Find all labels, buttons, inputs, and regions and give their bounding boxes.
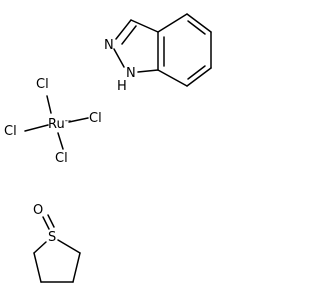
- bond-c3-n2: [115, 19, 132, 40]
- atom-label-n-top: N: [104, 38, 114, 53]
- ruthenium-chloride-complex: Cl Cl Cl Cl Ru--: [4, 77, 102, 166]
- bond-c7-c7a: [157, 69, 188, 87]
- bond-s-c2: [57, 239, 81, 254]
- bond-n1-c7a: [137, 69, 159, 73]
- atom-label-n-bottom: N: [126, 66, 136, 81]
- bond-n2-n1: [113, 48, 125, 68]
- bond-double-c6-c7: [187, 65, 206, 80]
- tetrahydrothiophene-oxide-structure: O S: [33, 203, 81, 283]
- bond-c3a-c3: [130, 19, 159, 33]
- metal-symbol: Ru: [48, 117, 65, 132]
- bond-ru-cl-right: [68, 117, 89, 123]
- bond-c4-c5: [33, 252, 42, 283]
- indazole-structure: N N H: [104, 13, 212, 94]
- bond-c5-s: [33, 241, 47, 254]
- metal-charge: --: [65, 116, 72, 126]
- bond-c6-c7: [186, 67, 212, 87]
- bond-ru-cl-top: [46, 95, 52, 114]
- atom-label-h-bottom: H: [117, 79, 127, 94]
- bond-s-o: [42, 216, 50, 230]
- atom-label-o: O: [33, 203, 43, 218]
- bond-double-c4-c5: [187, 20, 206, 35]
- bond-double-c3-n2: [121, 25, 137, 45]
- atom-label-s: S: [48, 230, 56, 245]
- bond-double-s-o: [47, 214, 55, 228]
- atom-label-cl-right: Cl: [89, 111, 102, 126]
- bond-c3a-c4: [157, 13, 188, 33]
- atom-label-cl-bottom: Cl: [55, 151, 68, 166]
- bond-ru-cl-left: [24, 124, 49, 132]
- bond-c2-c3: [72, 252, 81, 283]
- bond-c4-c5: [186, 13, 212, 33]
- atom-label-cl-left: Cl: [4, 124, 17, 139]
- bond-ru-cl-bottom: [57, 132, 64, 150]
- atom-label-ru: Ru--: [48, 116, 71, 132]
- chemical-structure-canvas: N N H Cl Cl Cl Cl Ru-- O S: [4, 13, 212, 283]
- atom-label-cl-top: Cl: [36, 77, 49, 92]
